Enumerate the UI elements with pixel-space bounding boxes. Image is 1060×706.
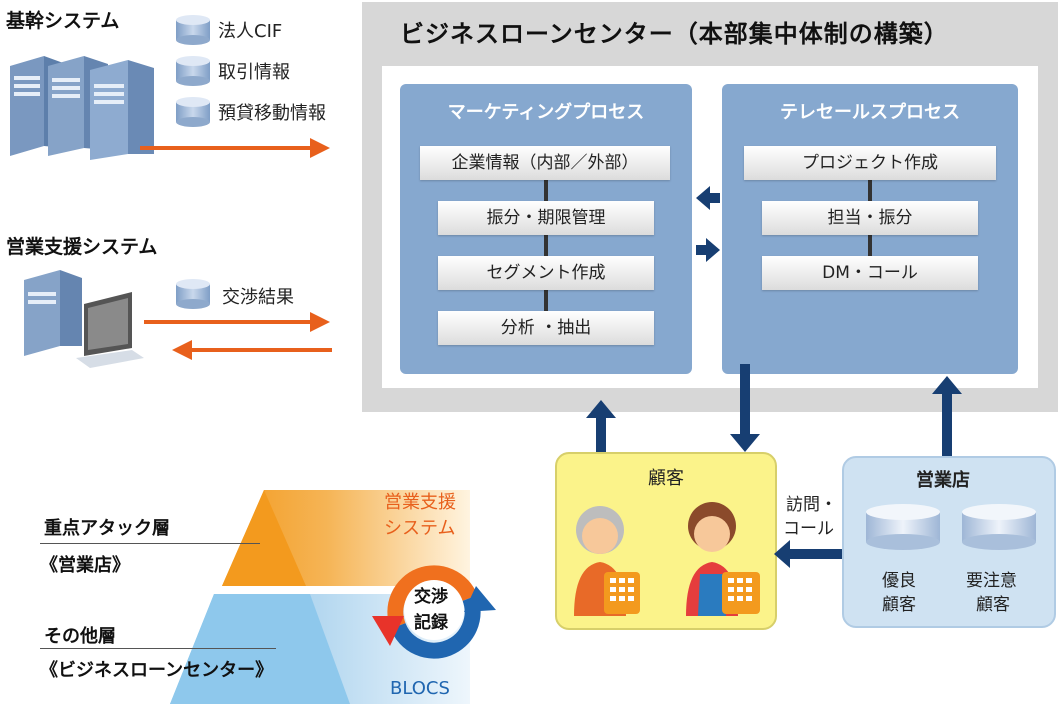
pyramid-bottom-line xyxy=(40,648,276,649)
arrow-right-icon xyxy=(144,312,330,332)
telesales-step: 担当・振分 xyxy=(762,201,978,235)
database-icon xyxy=(176,97,210,127)
database-icon xyxy=(866,504,940,550)
marketing-step: 企業情報（内部／外部） xyxy=(420,146,670,180)
database-icon xyxy=(176,56,210,86)
arrow-right-icon xyxy=(696,238,720,262)
telesales-process-panel: テレセールスプロセス プロジェクト作成 担当・振分 DM・コール xyxy=(722,84,1018,374)
marketing-process-title: マーケティングプロセス xyxy=(447,102,645,123)
core-system-title: 基幹システム xyxy=(6,10,120,32)
computer-icon xyxy=(24,270,144,368)
sales-system-title: 営業支援システム xyxy=(6,236,158,258)
cycle-center-label-1: 交渉 xyxy=(414,587,448,607)
marketing-process-panel: マーケティングプロセス 企業情報（内部／外部） 振分・期限管理 セグメント作成 … xyxy=(400,84,692,374)
branch-item-good-2: 顧客 xyxy=(882,595,916,615)
core-item-cif: 法人CIF xyxy=(218,21,283,42)
center-title: ビジネスローンセンター（本部集中体制の構築） xyxy=(400,20,949,48)
pyramid-bottom-label: その他層 xyxy=(44,626,116,647)
customer-title: 顧客 xyxy=(648,468,684,489)
visit-call-label-1: 訪問・ xyxy=(786,495,837,515)
arrow-left-icon xyxy=(696,186,720,210)
sales-item-negotiation: 交渉結果 xyxy=(222,287,294,308)
telesales-process-title: テレセールスプロセス xyxy=(780,102,960,123)
database-icon xyxy=(176,15,210,45)
telesales-step: プロジェクト作成 xyxy=(744,146,996,180)
cycle-system-label-2: システム xyxy=(384,518,456,539)
marketing-step: 振分・期限管理 xyxy=(438,201,654,235)
branch-item-good-1: 優良 xyxy=(882,571,916,591)
branch-item-caution-1: 要注意 xyxy=(966,571,1017,591)
cycle-bottom-label: BLOCS xyxy=(390,678,450,699)
branch-title: 営業店 xyxy=(916,470,970,491)
marketing-step: セグメント作成 xyxy=(438,256,654,290)
database-icon xyxy=(962,504,1036,550)
arrow-up-icon xyxy=(586,400,616,466)
database-icon xyxy=(176,279,210,309)
pyramid-bottom-sub: 《ビジネスローンセンター》 xyxy=(40,660,274,681)
pyramid-top-label: 重点アタック層 xyxy=(44,518,170,539)
cycle-system-label-1: 営業支援 xyxy=(384,492,456,513)
arrow-left-icon xyxy=(774,540,844,568)
pyramid-top-line xyxy=(40,543,260,544)
core-item-deposit-loan: 預貸移動情報 xyxy=(218,103,326,124)
arrow-right-icon xyxy=(140,138,330,158)
elderly-person-icon xyxy=(574,506,640,616)
server-icon xyxy=(10,56,154,160)
cycle-icon xyxy=(372,565,496,659)
core-item-transactions: 取引情報 xyxy=(218,62,290,83)
visit-call-label-2: コール xyxy=(783,519,834,539)
arrow-down-icon xyxy=(730,364,760,452)
cycle-center-label-2: 記録 xyxy=(414,613,448,633)
pyramid-top-sub: 《営業店》 xyxy=(40,555,130,576)
branch-item-caution-2: 顧客 xyxy=(976,595,1010,615)
arrow-left-icon xyxy=(172,340,332,360)
arrow-up-icon xyxy=(932,376,962,456)
woman-person-icon xyxy=(686,502,760,616)
telesales-step: DM・コール xyxy=(762,256,978,290)
marketing-step: 分析 ・抽出 xyxy=(438,311,654,345)
